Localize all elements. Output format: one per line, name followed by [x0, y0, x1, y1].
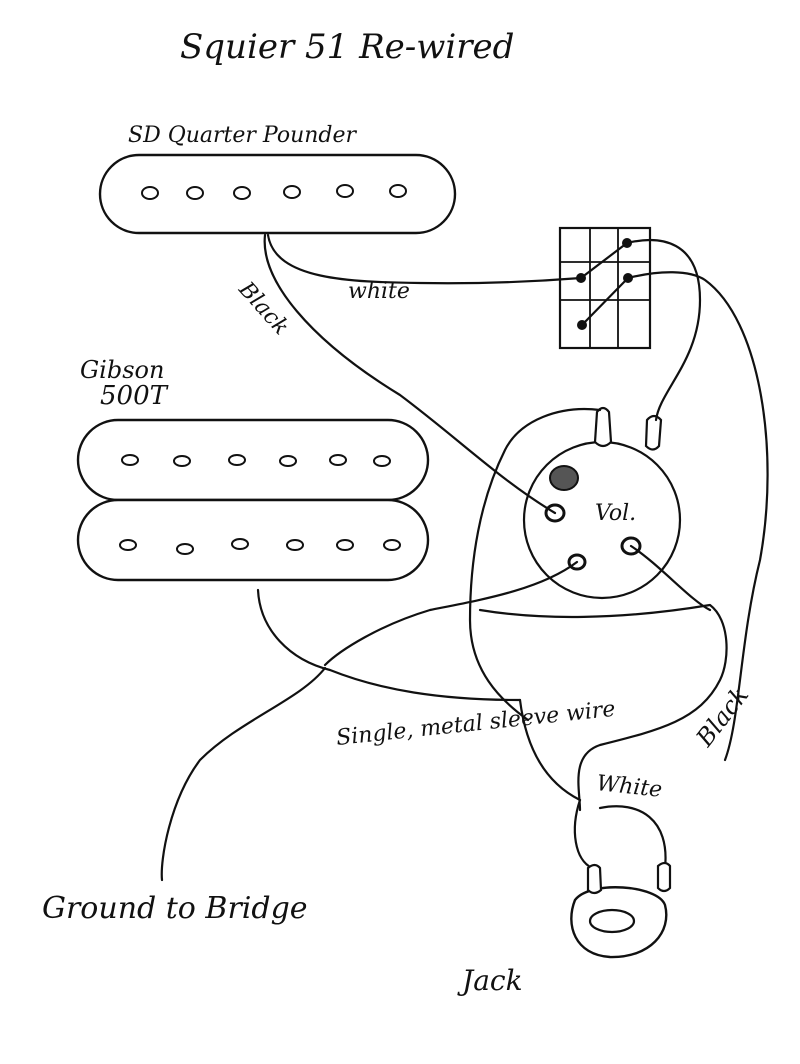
pole-piece — [389, 184, 407, 198]
gibson-model-label: 500T — [100, 381, 169, 411]
humbucker-coil-top — [76, 418, 430, 502]
diagram-title: Squier 51 Re-wired — [180, 27, 514, 67]
pole-piece — [119, 539, 137, 551]
pole-piece — [283, 185, 301, 199]
white-wire-label-1: white — [348, 279, 410, 304]
pole-piece — [121, 454, 139, 466]
volume-label: Vol. — [595, 501, 636, 526]
pole-piece — [173, 455, 191, 467]
pole-piece — [186, 186, 204, 200]
sd-pickup-label: SD Quarter Pounder — [128, 123, 358, 148]
pole-piece — [176, 543, 194, 555]
single-wire-label: Single, metal sleeve wire — [335, 697, 617, 751]
pole-piece — [336, 539, 354, 551]
white-wire-label-2: White — [595, 771, 663, 803]
pole-piece — [329, 454, 347, 466]
jack-label: Jack — [457, 964, 523, 997]
black-wire-label-2: Black — [690, 681, 754, 752]
pole-piece — [286, 539, 304, 551]
jack-hole — [588, 908, 636, 934]
switch-body — [558, 226, 652, 350]
capacitor — [549, 465, 579, 491]
humbucker-coil-bottom — [76, 498, 430, 582]
sd-pole-pieces — [141, 184, 407, 200]
pole-piece — [231, 538, 249, 550]
black-wire-label-1: Black — [233, 277, 294, 341]
pot-lug — [593, 406, 613, 448]
pickup-selector-switch — [558, 226, 652, 350]
pole-piece — [373, 455, 391, 467]
output-jack — [570, 861, 672, 959]
gibson-label: Gibson — [80, 356, 164, 384]
pole-piece — [279, 455, 297, 467]
gibson-500t-humbucker — [76, 418, 430, 582]
volume-pot: Vol. — [522, 406, 682, 600]
pot-lug — [644, 414, 663, 451]
pole-piece — [233, 186, 251, 200]
sd-quarter-pounder-pickup — [98, 153, 457, 235]
wiring — [160, 233, 769, 882]
jack-lug — [656, 861, 672, 893]
ground-to-bridge-label: Ground to Bridge — [42, 891, 308, 926]
jack-lug — [586, 863, 603, 895]
pole-piece — [141, 186, 159, 200]
pole-piece — [383, 539, 401, 551]
pole-piece — [336, 184, 354, 198]
pole-piece — [228, 454, 246, 466]
